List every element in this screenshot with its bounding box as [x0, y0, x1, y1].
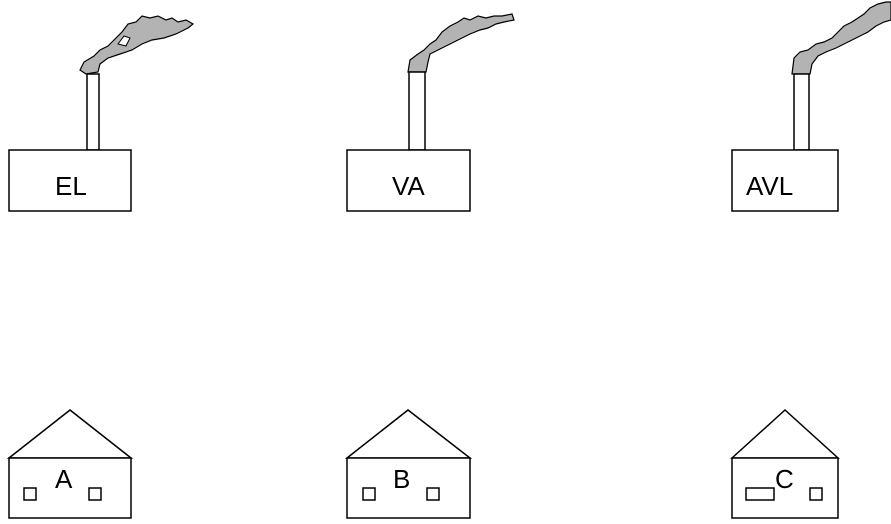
chimney: [87, 74, 99, 150]
house-window: [363, 488, 375, 500]
smoke-plume-icon: [408, 14, 514, 72]
house-window: [24, 488, 36, 500]
plant-el: EL: [9, 16, 193, 211]
plant-va: VA: [347, 14, 514, 211]
house-window: [427, 488, 439, 500]
house-label-b: B: [393, 464, 410, 494]
house-window: [746, 488, 774, 500]
house-roof: [732, 410, 838, 458]
smoke-plume-icon: [792, 2, 891, 74]
house-window: [89, 488, 101, 500]
plant-label-va: VA: [392, 171, 425, 201]
house-window: [810, 488, 822, 500]
smoke-plume-icon: [80, 16, 193, 74]
house-roof: [9, 410, 131, 458]
plant-label-avl: AVL: [746, 171, 793, 201]
plant-label-el: EL: [55, 171, 87, 201]
chimney: [409, 72, 425, 150]
house-label-a: A: [55, 464, 73, 494]
house-roof: [347, 410, 470, 458]
chimney: [794, 74, 809, 150]
house-c: C: [732, 410, 838, 518]
house-b: B: [347, 410, 470, 518]
house-label-c: C: [775, 464, 794, 494]
plant-avl: AVL: [732, 2, 891, 211]
house-a: A: [9, 410, 131, 518]
